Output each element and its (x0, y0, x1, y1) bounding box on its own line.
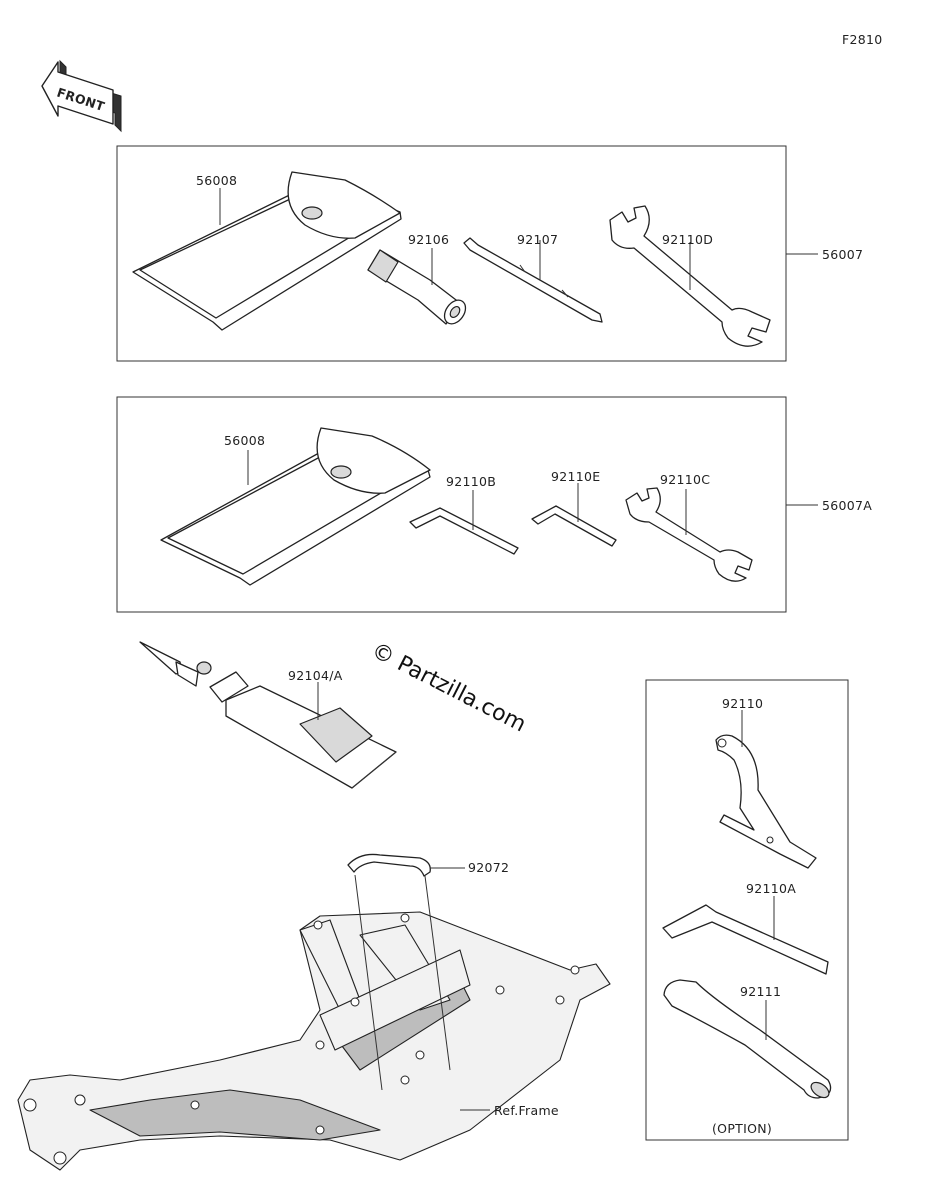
part-number-92110D: 92110D (662, 232, 713, 247)
hook-wrench-icon (715, 734, 817, 869)
front-arrow-icon: FRONT (41, 59, 122, 133)
figure-code: F2810 (842, 32, 883, 47)
part-number-92110B: 92110B (446, 474, 496, 489)
hex-key-icon (409, 507, 519, 555)
screwdriver-icon (463, 237, 603, 323)
kit1-assembly-number: 56007 (822, 247, 863, 262)
kit1-box: 56007 56008 92106 92107 (116, 145, 863, 362)
open-wrench-icon (625, 487, 753, 582)
option-box: 92110 92110A 92111 (OPTION) (645, 679, 849, 1141)
part-number-92104A: 92104/A (288, 668, 343, 683)
tool-case-icon (160, 427, 431, 586)
part-number-56008: 56008 (196, 173, 237, 188)
strap-icon (347, 853, 431, 877)
option-caption: (OPTION) (712, 1121, 772, 1136)
hex-key-icon (662, 904, 829, 975)
part-number-92111: 92111 (740, 984, 781, 999)
tool-case-icon (132, 171, 402, 331)
kit2-box: 56007A 56008 92110B 92110E 92110C (116, 396, 872, 613)
grease-tube-icon (139, 641, 397, 789)
ref-frame-label: Ref.Frame (494, 1103, 559, 1118)
part-number-92106: 92106 (408, 232, 449, 247)
part-number-92110C: 92110C (660, 472, 710, 487)
part-number-92110A: 92110A (746, 881, 796, 896)
watermark: © Partzilla.com (367, 638, 530, 737)
part-number-92072: 92072 (468, 860, 509, 875)
bar-tool-icon (663, 979, 832, 1099)
socket-adapter-icon (367, 249, 467, 325)
hex-key-icon (531, 505, 617, 547)
kit2-assembly-number: 56007A (822, 498, 872, 513)
part-number-56008: 56008 (224, 433, 265, 448)
frame-icon (17, 874, 611, 1171)
part-number-92110E: 92110E (551, 469, 600, 484)
part-number-92110: 92110 (722, 696, 763, 711)
part-number-92107: 92107 (517, 232, 558, 247)
